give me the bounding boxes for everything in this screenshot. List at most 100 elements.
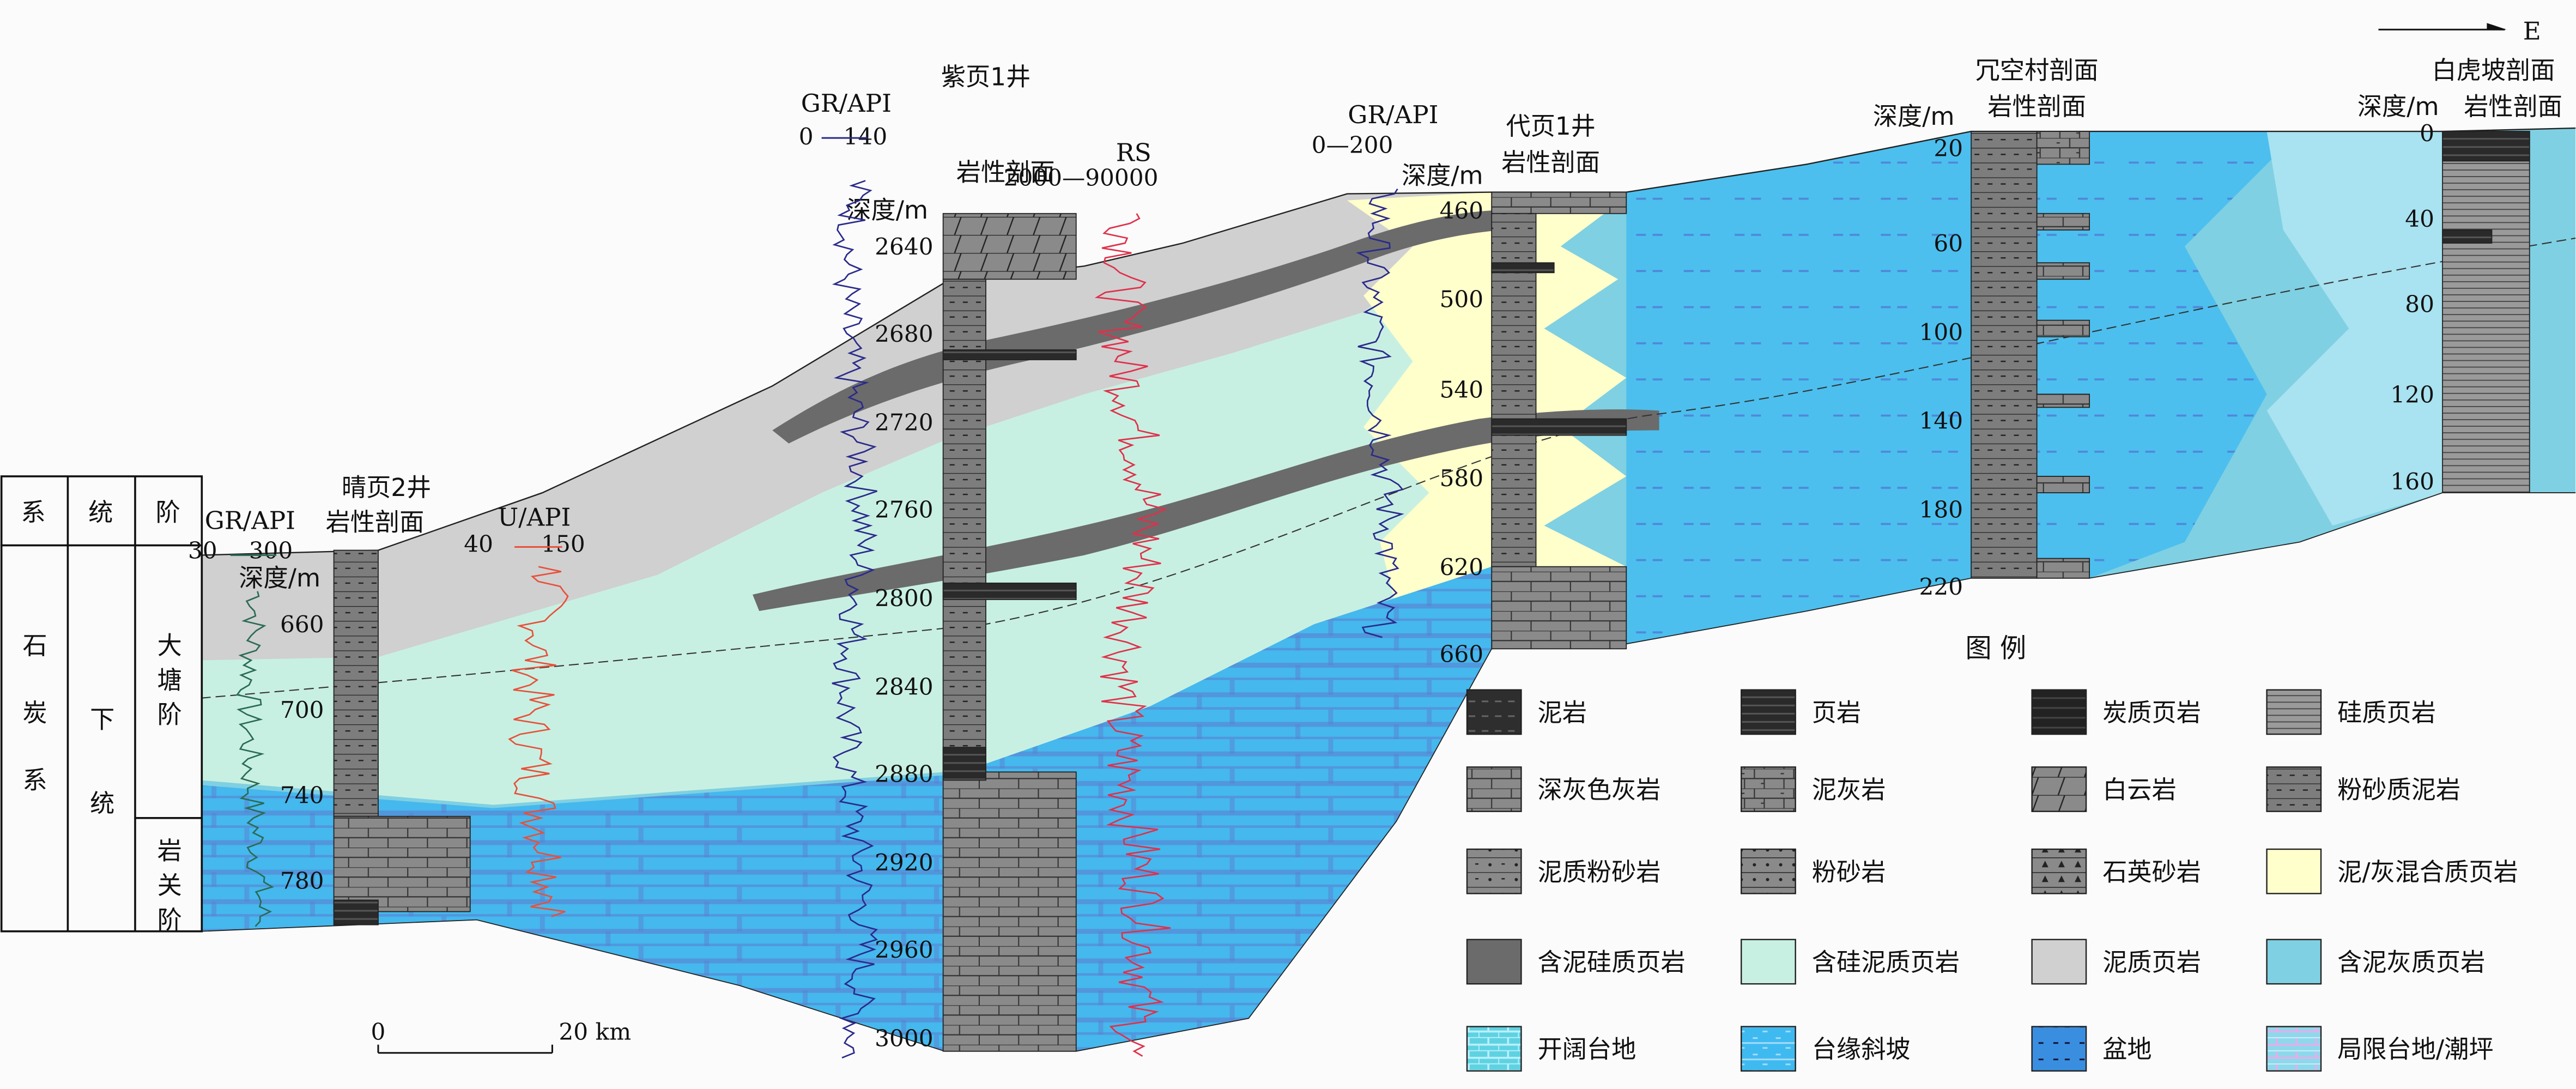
depth-axis-label: 深度/m <box>2357 92 2439 121</box>
legend-item: 石英砂岩 <box>2031 848 2201 894</box>
correlation-line <box>201 237 2576 699</box>
legend-swatch-marl <box>1741 766 1796 812</box>
slope-area-east <box>1626 131 2300 644</box>
legend-swatch-limestone <box>1466 766 1522 812</box>
log-min: 40 <box>464 531 493 558</box>
legend-label: 台缘斜坡 <box>1812 1035 1911 1064</box>
well-name: 紫页1井 <box>941 63 1031 92</box>
depth-tick-label: 20 <box>1933 135 1963 161</box>
legend-item: 泥质页岩 <box>2031 939 2201 985</box>
legend-label: 泥岩 <box>1538 698 1587 727</box>
legend-swatch-mudstone <box>1466 689 1522 735</box>
strat-table <box>0 475 203 933</box>
depth-tick-label: 160 <box>2390 468 2434 495</box>
header-stage: 阶 <box>156 498 180 527</box>
depth-tick-label: 2640 <box>875 233 933 260</box>
lithology-column-shale <box>942 582 1077 600</box>
legend-label: 含硅泥质页岩 <box>1812 948 1960 977</box>
depth-tick-label: 700 <box>280 697 324 723</box>
lithology-column-shale <box>2442 229 2493 244</box>
depth-tick-label: 2800 <box>875 585 933 612</box>
depth-tick-label: 80 <box>2405 291 2434 318</box>
depth-tick-label: 140 <box>1919 408 1963 434</box>
legend-swatch-silshale <box>2266 689 2322 735</box>
depth-tick-label: 3000 <box>875 1025 933 1052</box>
east-arrow-icon <box>2378 23 2507 31</box>
depth-tick-label: 2720 <box>875 409 933 436</box>
stage-yanguan: 岩关阶 <box>154 838 183 941</box>
depth-tick-label: 780 <box>280 867 324 894</box>
depth-tick-label: 2920 <box>875 849 933 876</box>
lithology-column-marl <box>2036 131 2090 165</box>
slope-area-west <box>201 566 1492 1051</box>
depth-tick-label: 220 <box>1919 573 1963 600</box>
legend-label: 页岩 <box>1812 698 1861 727</box>
depth-tick-label: 2680 <box>875 320 933 347</box>
legend-swatch-muddysilt <box>1466 848 1522 894</box>
scale-bar <box>377 1044 553 1054</box>
log-curve <box>1094 213 1171 1057</box>
lithology-column-siltymud <box>1971 131 2038 579</box>
legend-item: 泥/灰混合质页岩 <box>2266 848 2518 894</box>
legend-item: 含硅泥质页岩 <box>1741 939 1960 985</box>
log-curve <box>235 591 274 927</box>
lithology-column-siltymud <box>942 279 986 773</box>
log-curve <box>832 180 878 1058</box>
lithology-column-shale <box>333 899 379 925</box>
lithology-column-limestone <box>2036 476 2090 493</box>
depth-tick-label: 540 <box>1440 376 1484 403</box>
header-system: 系 <box>21 498 46 527</box>
stage-datang: 大塘阶 <box>154 632 183 736</box>
legend-item: 泥质粉砂岩 <box>1466 848 1661 894</box>
legend-swatch-basin <box>2031 1026 2087 1072</box>
lithology-column-limestone <box>2036 213 2090 231</box>
log-name: GR/API <box>1348 100 1438 129</box>
legend-label: 泥/灰混合质页岩 <box>2337 857 2518 886</box>
legend-label: 泥质粉砂岩 <box>1538 857 1661 886</box>
legend-swatch-silmud <box>1741 939 1796 985</box>
legend-item: 粉砂岩 <box>1741 848 1886 894</box>
lithology-column-shale <box>2442 131 2530 162</box>
legend-swatch-quartz <box>2031 848 2087 894</box>
legend-label: 局限台地/潮坪 <box>2337 1035 2493 1064</box>
legend-label: 硅质页岩 <box>2337 698 2436 727</box>
depth-tick-label: 2760 <box>875 496 933 523</box>
legend-item: 局限台地/潮坪 <box>2266 1026 2494 1072</box>
well-subtitle: 岩性剖面 <box>1501 148 1600 177</box>
legend-item: 含泥灰质页岩 <box>2266 939 2485 985</box>
legend-swatch-siltymud <box>2266 766 2322 812</box>
lithology-column-siltymud <box>333 549 379 817</box>
lithology-column-dolomite <box>942 213 1077 280</box>
log-name: GR/API <box>205 506 295 535</box>
legend-label: 泥灰岩 <box>1812 776 1886 804</box>
lithology-column-limestone <box>2036 394 2090 408</box>
lithology-column-limestone <box>1491 191 1627 214</box>
legend-label: 石英砂岩 <box>2102 857 2201 886</box>
log-min: 0 <box>799 123 814 150</box>
lithology-column-limestone <box>333 815 471 912</box>
scale-end: 20 km <box>559 1019 631 1045</box>
legend-item: 泥灰岩 <box>1741 766 1886 812</box>
well-name: 冗空村剖面 <box>1975 56 2099 85</box>
legend-swatch-slope <box>1741 1026 1796 1072</box>
depth-tick-label: 2840 <box>875 674 933 700</box>
legend-label: 深灰色灰岩 <box>1538 776 1661 804</box>
legend-swatch-openplat <box>1466 1026 1522 1072</box>
log-range: 0—200 <box>1312 131 1393 158</box>
legend-label: 白云岩 <box>2102 776 2177 804</box>
lithology-column-limestone <box>2036 262 2090 280</box>
compass-label: E <box>2523 16 2541 45</box>
legend-item: 炭质页岩 <box>2031 689 2201 735</box>
lithology-column-limestone <box>2036 558 2090 579</box>
depth-tick-label: 620 <box>1440 554 1484 580</box>
depth-tick-label: 660 <box>280 611 324 638</box>
lithology-column-limestone <box>1491 566 1627 650</box>
legend-item: 深灰色灰岩 <box>1466 766 1661 812</box>
depth-axis-label: 深度/m <box>1402 161 1483 190</box>
depth-tick-label: 2960 <box>875 936 933 963</box>
depth-tick-label: 40 <box>2405 205 2434 232</box>
lithology-column-limestone <box>942 771 1077 1052</box>
legend-label: 泥质页岩 <box>2102 948 2201 977</box>
legend-swatch-mudsil <box>1466 939 1522 985</box>
